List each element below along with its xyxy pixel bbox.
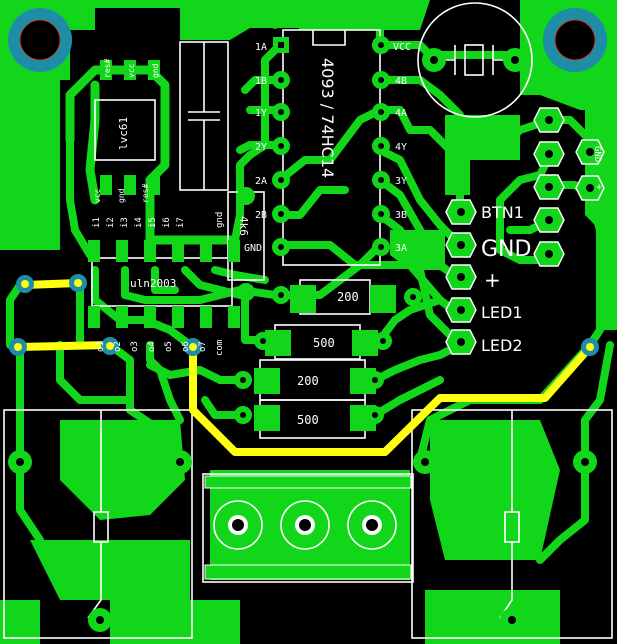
driver-input-i2: i2	[106, 217, 116, 228]
chip-u1-pin-4y: 4Y	[395, 142, 407, 153]
driver-output-o2: o2	[113, 341, 123, 352]
regulator-part-label: lvc61	[117, 117, 130, 150]
driver-input-i4: i4	[134, 217, 144, 228]
chip-u1-pin-3a: 3A	[395, 243, 407, 254]
chip-u1-pin-3y: 3Y	[395, 176, 407, 187]
chip-u1-pin-2a: 2A	[255, 176, 267, 187]
chip-u1-pin-3b: 3B	[395, 210, 407, 221]
regulator-lower-pin-res: res#	[141, 184, 150, 203]
driver-input-gnd: gnd	[215, 212, 225, 228]
regulator-pin-res: res#	[103, 59, 112, 78]
resistor-500-mid-label: 500	[313, 336, 335, 350]
resistor-500-low-label: 500	[297, 413, 319, 427]
connector-main-pads	[445, 199, 477, 355]
driver-output-o4: o4	[147, 341, 157, 352]
silkscreen-text: 4093 / 74HC14 1A 1B 1Y 2Y 2A 2B GND VCC …	[92, 42, 604, 427]
driver-output-o3: o3	[130, 341, 140, 352]
connector-main-gnd: GND	[481, 237, 531, 262]
chip-u1-pin-4b: 4B	[395, 76, 407, 87]
driver-input-i1: i1	[92, 217, 102, 228]
silkscreen-outlines	[3, 2, 613, 639]
driver-output-o7: o7	[198, 341, 208, 352]
driver-input-i5: i5	[148, 217, 158, 228]
connector-main-plus: +	[484, 268, 501, 292]
chip-u1-pin-gnd: GND	[244, 243, 262, 254]
chip-u1-part-label: 4093 / 74HC14	[318, 58, 337, 178]
driver-pads	[88, 240, 240, 328]
connector-main-led2: LED2	[481, 336, 523, 355]
chip-u1-pin-2y: 2Y	[255, 142, 267, 153]
connector-main-btn1: BTN1	[481, 203, 524, 222]
driver-output-o5: o5	[164, 341, 174, 352]
connector-small-gnd: GND	[592, 146, 602, 162]
driver-part-label: uln2003	[130, 277, 176, 290]
mounting-holes	[8, 8, 607, 72]
jumper-wires	[9, 274, 599, 456]
resistor-200-top-label: 200	[337, 290, 359, 304]
driver-input-i6: i6	[162, 217, 172, 228]
chip-u1-pin-vcc: VCC	[393, 42, 411, 53]
driver-u2-outline	[91, 257, 233, 307]
jumper-wire-icon	[14, 341, 114, 351]
chip-u1-pin-1y: 1Y	[255, 108, 267, 119]
driver-output-com: com	[215, 340, 225, 356]
jumper-wire-icon	[189, 343, 594, 456]
regulator-lower-pin-vcc: vcc	[93, 188, 102, 203]
driver-output-o1: o1	[96, 341, 106, 352]
connector-small-plus: +	[593, 184, 604, 190]
resistor-4k6-label: 4k6	[237, 216, 250, 236]
driver-input-i3: i3	[120, 217, 130, 228]
terminal-block-icon	[202, 473, 414, 583]
crystal-icon	[417, 2, 533, 118]
regulator-outline	[94, 99, 156, 161]
chip-u1-pin-4a: 4A	[395, 108, 407, 119]
driver-output-o6: o6	[181, 341, 191, 352]
regulator-lower-pin-gnd: gnd	[117, 188, 126, 203]
chip-u1-pin-1a: 1A	[255, 42, 267, 53]
relay-icon	[3, 409, 193, 639]
resistor-200-low-label: 200	[297, 374, 319, 388]
driver-input-i7: i7	[176, 217, 186, 228]
pads	[8, 36, 605, 632]
regulator-pads	[100, 60, 160, 195]
resistor-pads	[237, 187, 396, 431]
chip-u1-pin-1b: 1B	[255, 76, 267, 87]
connector-main-led1: LED1	[481, 303, 523, 322]
terminal-screws	[213, 500, 397, 550]
regulator-pin-gnd: gnd	[151, 63, 160, 78]
chip-u1-pin-2b: 2B	[255, 210, 267, 221]
regulator-pin-vcc: vcc	[127, 63, 136, 78]
